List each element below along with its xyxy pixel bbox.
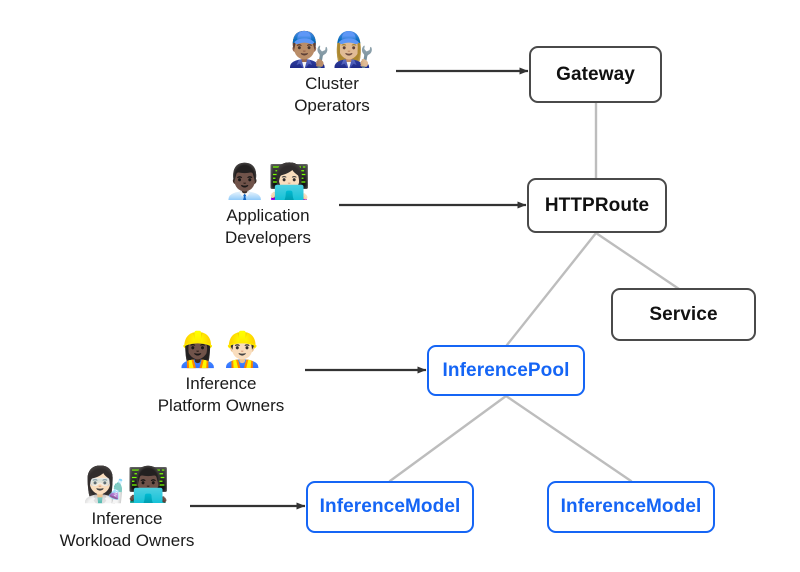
scientist-technologist-pair-icon: 👩🏻‍🔬👨🏿‍💻 bbox=[82, 465, 172, 505]
persona-application-developers: 👨🏿‍💼👩🏻‍💻 Application Developers bbox=[153, 162, 383, 249]
node-httproute[interactable]: HTTPRoute bbox=[527, 178, 667, 233]
persona-cluster-operators: 👨🏽‍🔧👩🏼‍🔧 Cluster Operators bbox=[217, 30, 447, 117]
persona-label-line1: Application bbox=[226, 206, 310, 225]
persona-label-line2: Operators bbox=[294, 96, 370, 115]
node-gateway[interactable]: Gateway bbox=[529, 46, 662, 103]
mechanic-pair-icon: 👨🏽‍🔧👩🏼‍🔧 bbox=[287, 30, 377, 70]
edge-httproute-service bbox=[594, 231, 681, 291]
construction-worker-pair-icon: 👷🏿‍♀️👷🏻‍♂️ bbox=[176, 330, 266, 370]
persona-label-inference-workload-owners: Inference Workload Owners bbox=[60, 508, 195, 552]
edge-inferencepool-inferencemodel-1 bbox=[388, 394, 508, 483]
persona-inference-platform-owners: 👷🏿‍♀️👷🏻‍♂️ Inference Platform Owners bbox=[106, 330, 336, 417]
persona-label-line1: Cluster bbox=[305, 74, 359, 93]
node-service[interactable]: Service bbox=[611, 288, 756, 341]
persona-label-line2: Workload Owners bbox=[59, 531, 195, 550]
edge-inferencepool-inferencemodel-2 bbox=[504, 394, 633, 483]
persona-label-line1: Inference bbox=[185, 374, 257, 393]
node-inferencepool[interactable]: InferencePool bbox=[427, 345, 585, 396]
persona-label-line1: Inference bbox=[91, 509, 163, 528]
persona-label-cluster-operators: Cluster Operators bbox=[294, 73, 370, 117]
node-inferencemodel-1[interactable]: InferenceModel bbox=[306, 481, 474, 533]
persona-label-line2: Platform Owners bbox=[157, 396, 285, 415]
persona-label-inference-platform-owners: Inference Platform Owners bbox=[158, 373, 285, 417]
office-worker-technologist-pair-icon: 👨🏿‍💼👩🏻‍💻 bbox=[223, 162, 313, 202]
edge-httproute-inferencepool bbox=[505, 231, 598, 347]
persona-label-line2: Developers bbox=[225, 228, 311, 247]
persona-label-application-developers: Application Developers bbox=[225, 205, 311, 249]
node-inferencemodel-2[interactable]: InferenceModel bbox=[547, 481, 715, 533]
persona-inference-workload-owners: 👩🏻‍🔬👨🏿‍💻 Inference Workload Owners bbox=[12, 465, 242, 552]
